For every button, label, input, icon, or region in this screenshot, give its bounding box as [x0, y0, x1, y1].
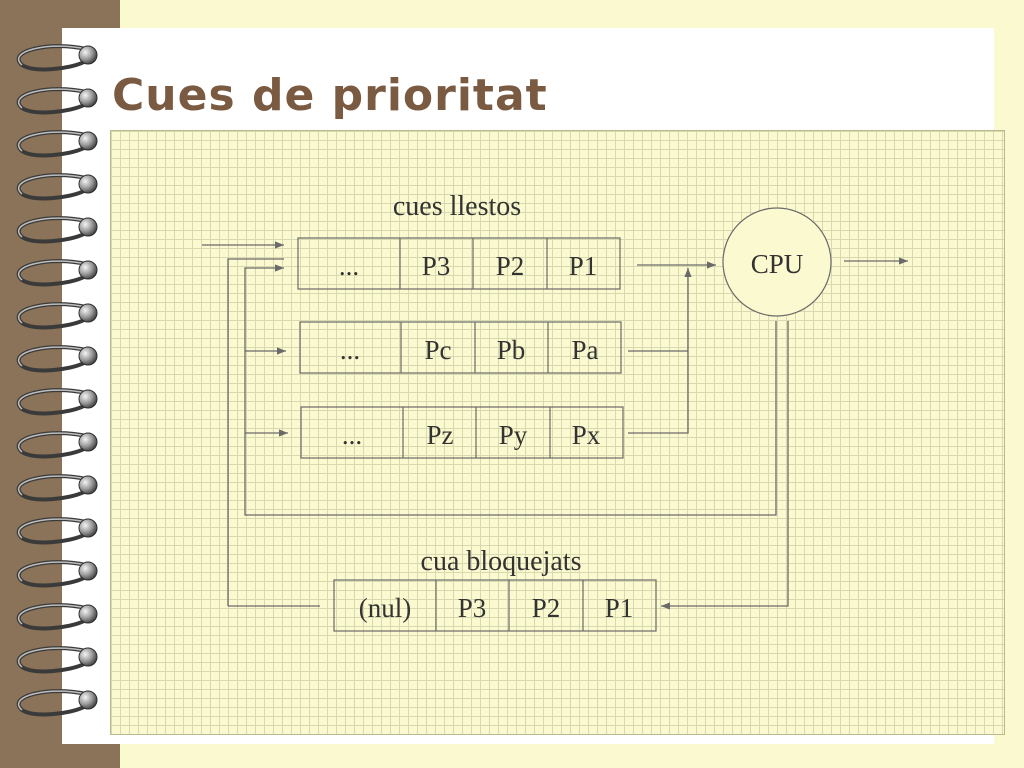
queue-cell: Pa — [572, 335, 599, 365]
queue-cell: P2 — [496, 251, 525, 281]
binding-ring-icon — [16, 87, 98, 115]
queue-box — [299, 321, 622, 374]
queue-cell: Pb — [497, 335, 526, 365]
queue-cell: (nul) — [359, 593, 411, 623]
binding-ring-icon — [16, 388, 98, 416]
queue-cell: P3 — [458, 593, 487, 623]
queue-cell: ... — [340, 335, 360, 365]
queue-cell: P3 — [422, 251, 451, 281]
binding-ring-icon — [16, 689, 98, 717]
binding-ring-icon — [16, 431, 98, 459]
queue-cell: Pz — [427, 420, 454, 450]
binding-ring-icon — [16, 302, 98, 330]
binding-ring-icon — [16, 259, 98, 287]
binding-ring-icon — [16, 345, 98, 373]
queue-box — [333, 579, 657, 632]
ready-queues-label: cues llestos — [393, 191, 521, 222]
binding-ring-icon — [16, 560, 98, 588]
queue-cell: Px — [572, 420, 601, 450]
binding-ring-icon — [16, 646, 98, 674]
queue-cell: P1 — [605, 593, 634, 623]
ready-queue-2: ... Pc Pb Pa — [299, 321, 622, 374]
queue-cell: P1 — [569, 251, 598, 281]
binding-ring-icon — [16, 216, 98, 244]
blocked-queue-label: cua bloquejats — [421, 546, 582, 577]
binding-ring-icon — [16, 603, 98, 631]
ready-queue-1: ... P3 P2 P1 — [297, 237, 621, 290]
cpu-circle — [722, 207, 832, 317]
queue-cell: ... — [342, 420, 362, 450]
queue-cell: ... — [339, 251, 359, 281]
arrow-cpu-preempt — [244, 264, 777, 516]
queue-box — [297, 237, 621, 290]
binding-ring-icon — [16, 44, 98, 72]
cpu-label: CPU — [751, 249, 804, 279]
queue-cell: Py — [499, 420, 528, 450]
cpu-node: CPU — [722, 207, 832, 317]
blocked-queue: (nul) P3 P2 P1 — [333, 579, 657, 632]
binding-ring-icon — [16, 474, 98, 502]
slide-title: Cues de prioritat — [112, 70, 548, 121]
arrow-cpu-to-blocked — [661, 321, 789, 610]
queue-cell: Pc — [425, 335, 452, 365]
arrow-queues-to-cpu — [628, 268, 692, 434]
spiral-binding — [16, 44, 98, 717]
binding-ring-icon — [16, 517, 98, 545]
binding-ring-icon — [16, 130, 98, 158]
arrow-blocked-return — [227, 258, 284, 606]
binding-ring-icon — [16, 173, 98, 201]
queue-cell: P2 — [532, 593, 561, 623]
queue-box — [300, 406, 624, 459]
ready-queue-3: ... Pz Py Px — [300, 406, 624, 459]
